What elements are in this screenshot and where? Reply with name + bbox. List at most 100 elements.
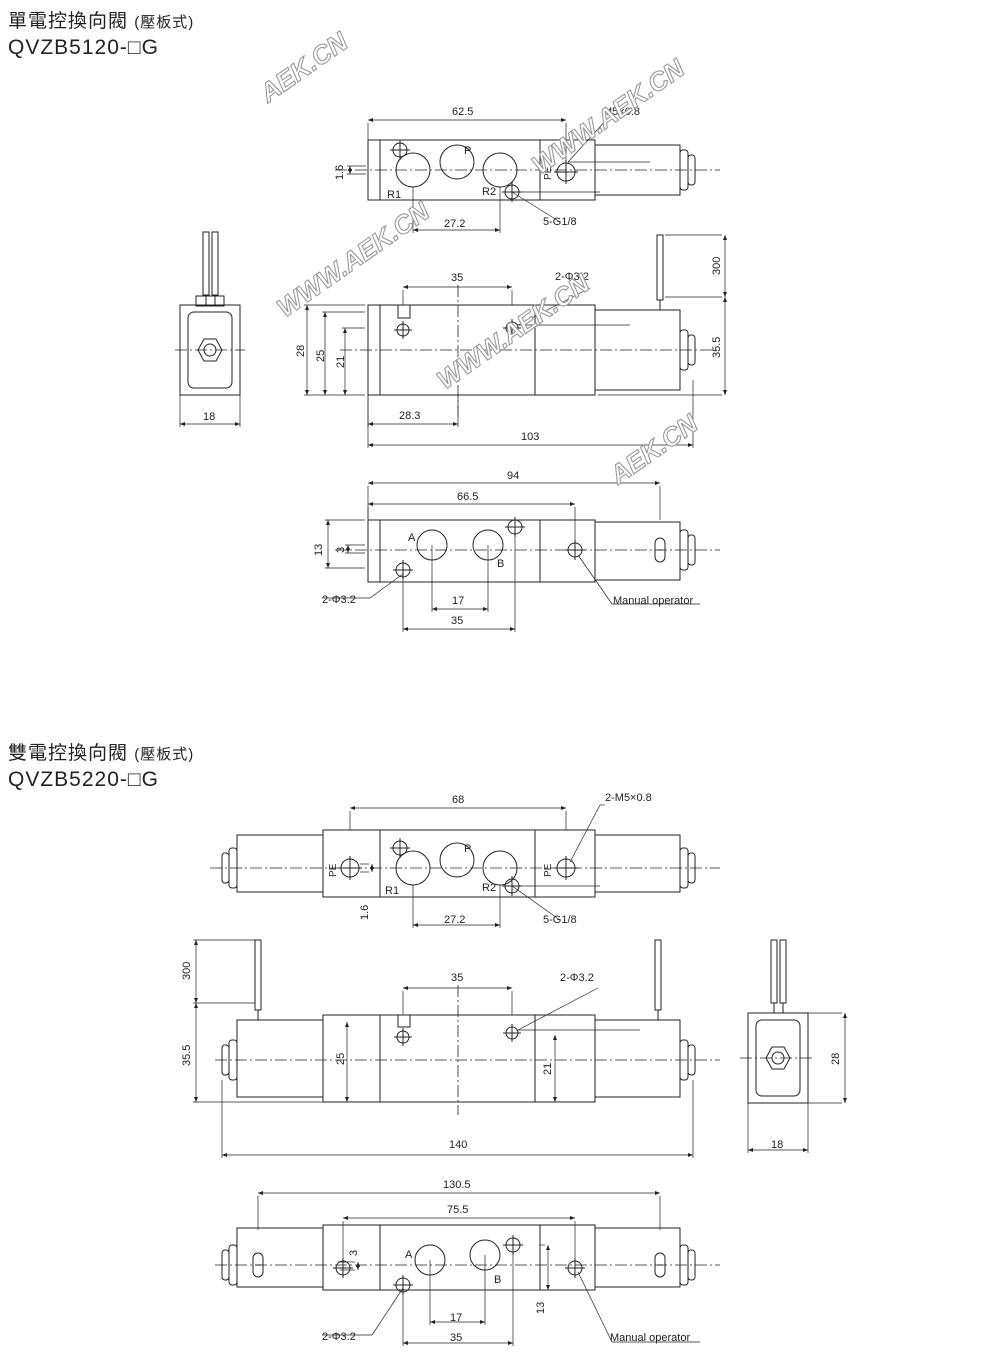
thread-label: 2-M5×0.8 [605,792,652,804]
solenoid-coil [236,1227,324,1288]
port-pe-left: PE [328,863,339,877]
dim-3: 3 [348,1250,360,1256]
dim-arrow [561,118,566,122]
dim-arrow [305,305,309,310]
dim-35: 35 [451,272,463,284]
dim-arrow [368,502,373,506]
solenoid-coil [594,834,681,893]
dim-arrow [345,1097,349,1102]
connector-plug [195,295,225,307]
dim-arrow [194,1097,198,1102]
dim-94: 94 [507,470,519,482]
body-outline [322,1014,596,1103]
side-dim-28: 28 [830,1053,842,1065]
dim-arrow [345,1022,349,1027]
dim-arrow [368,481,373,485]
dim-arrow [843,1013,847,1018]
dim-13: 13 [313,544,325,556]
holes-label: 2-Φ3.2 [560,972,594,984]
dim-arrow [343,390,347,395]
lead-wire [211,231,219,296]
dim-arrow [403,986,408,990]
dim-arrow [403,627,408,631]
dim-arrow [688,443,693,447]
ports-label: 5-G1/8 [543,216,577,228]
leader-line [577,1271,613,1343]
solenoid-coil [594,1227,681,1288]
dim-arrow [343,328,347,333]
section1-title-suffix: (壓板式) [134,14,195,31]
dim-68: 68 [452,794,464,806]
dim-arrow [403,1341,408,1345]
dim-35-5: 35.5 [711,337,723,358]
dim-arrow [553,1035,557,1040]
leader-line [517,987,599,1031]
dim-arrow [553,1097,557,1102]
watermark: WWW.AEK.CN [431,267,595,395]
section1-title-text: 單電控換向閥 [8,11,129,32]
dim-35: 35 [451,972,463,984]
dim-arrow [843,1098,847,1103]
holes-label: 2-Φ3.2 [322,594,356,606]
dim-arrow [432,607,437,611]
dim-arrow [343,1216,348,1220]
leader-line [371,1287,404,1336]
port-b: B [494,1274,501,1286]
dim-1-6: 1.6 [334,165,346,180]
watermark: WWW.AEK.CN [271,195,435,323]
dim-arrow [723,292,727,297]
dim-arrow [723,235,727,240]
side-dim-18: 18 [203,411,215,423]
port-b: B [497,558,504,570]
port-pe: PE [543,166,554,180]
dim-arrow [403,285,408,289]
s1-bottom-view-labels: 94 66.5 13 3 2-Φ3.2 17 35 A B Manual ope… [313,470,693,627]
port-p: P [464,145,471,157]
dim-arrow [723,297,727,302]
solenoid-coil [236,834,324,893]
dim-arrow [413,923,418,927]
dim-66-5: 66.5 [457,491,478,503]
ports-label: 5-G1/8 [543,914,577,926]
lead-wire [779,939,787,1004]
leader-line [567,117,609,163]
holes-label: 2-Φ3.2 [555,271,589,283]
dim-arrow [723,390,727,395]
port-r1: R1 [387,189,401,201]
dim-arrow [326,520,330,525]
solenoid-coil [236,1019,324,1098]
dim-arrow [323,312,327,317]
dim-arrow [748,1148,753,1152]
dim-arrow [480,1320,485,1324]
port-a: A [408,532,416,544]
dim-21: 21 [335,356,347,368]
dim-130-5: 130.5 [443,1179,471,1191]
dim-arrow [507,285,512,289]
port-r1: R1 [385,885,399,897]
dim-arrow [495,228,500,232]
dim-arrow [453,422,458,426]
dim-arrow [655,481,660,485]
dim-arrow [430,1320,435,1324]
dim-300: 300 [181,962,193,980]
dim-arrow [346,548,350,553]
dim-arrow [194,998,198,1003]
port-r2: R2 [482,186,496,198]
dim-arrow [326,563,330,568]
dim-28-3: 28.3 [399,410,420,422]
dim-arrow [561,806,566,810]
dim-25: 25 [335,1053,347,1065]
s2-front-view-labels: 35 2-Φ3.2 300 35.5 25 21 140 28 18 [181,962,842,1151]
dim-arrow [368,422,373,426]
dim-35: 35 [450,1332,462,1344]
leader-line [517,287,591,326]
dim-arrow [356,1265,360,1270]
dim-arrow [546,1245,550,1250]
section2-title-text: 雙電控換向閥 [8,743,129,764]
dim-arrow [350,806,355,810]
s2-bottom-view-labels: 130.5 75.5 3 13 2-Φ3.2 17 35 A B Manual … [322,1179,690,1344]
dim-arrow [655,1191,660,1195]
lead-wire [654,939,662,1011]
lead-wire [202,231,210,296]
